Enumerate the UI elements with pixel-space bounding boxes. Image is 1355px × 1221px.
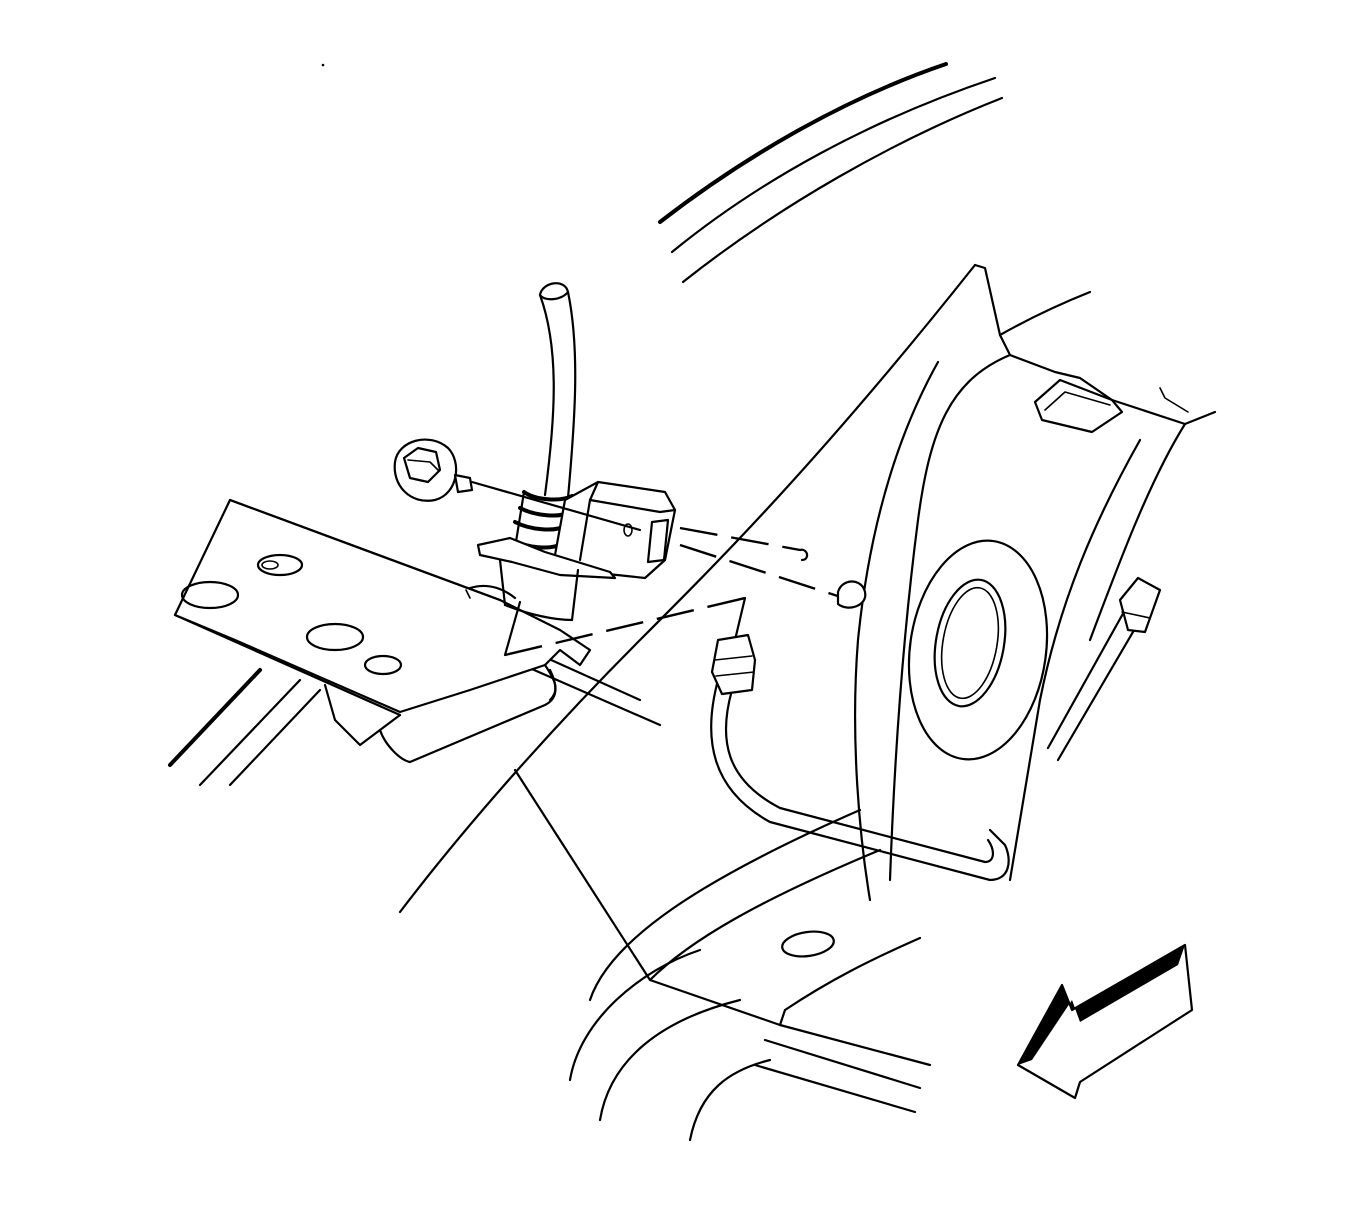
upper-body-contour [658, 62, 1004, 284]
brake-line [710, 576, 1162, 882]
oval-access-hole [907, 539, 1049, 761]
direction-arrow-icon [1016, 943, 1194, 1100]
alignment-lines [503, 526, 867, 657]
sensor-module [465, 480, 677, 622]
mounting-bracket [173, 498, 592, 764]
stray-dot [321, 63, 325, 67]
body-panel [398, 263, 1217, 914]
fastener-bolt [393, 438, 642, 532]
